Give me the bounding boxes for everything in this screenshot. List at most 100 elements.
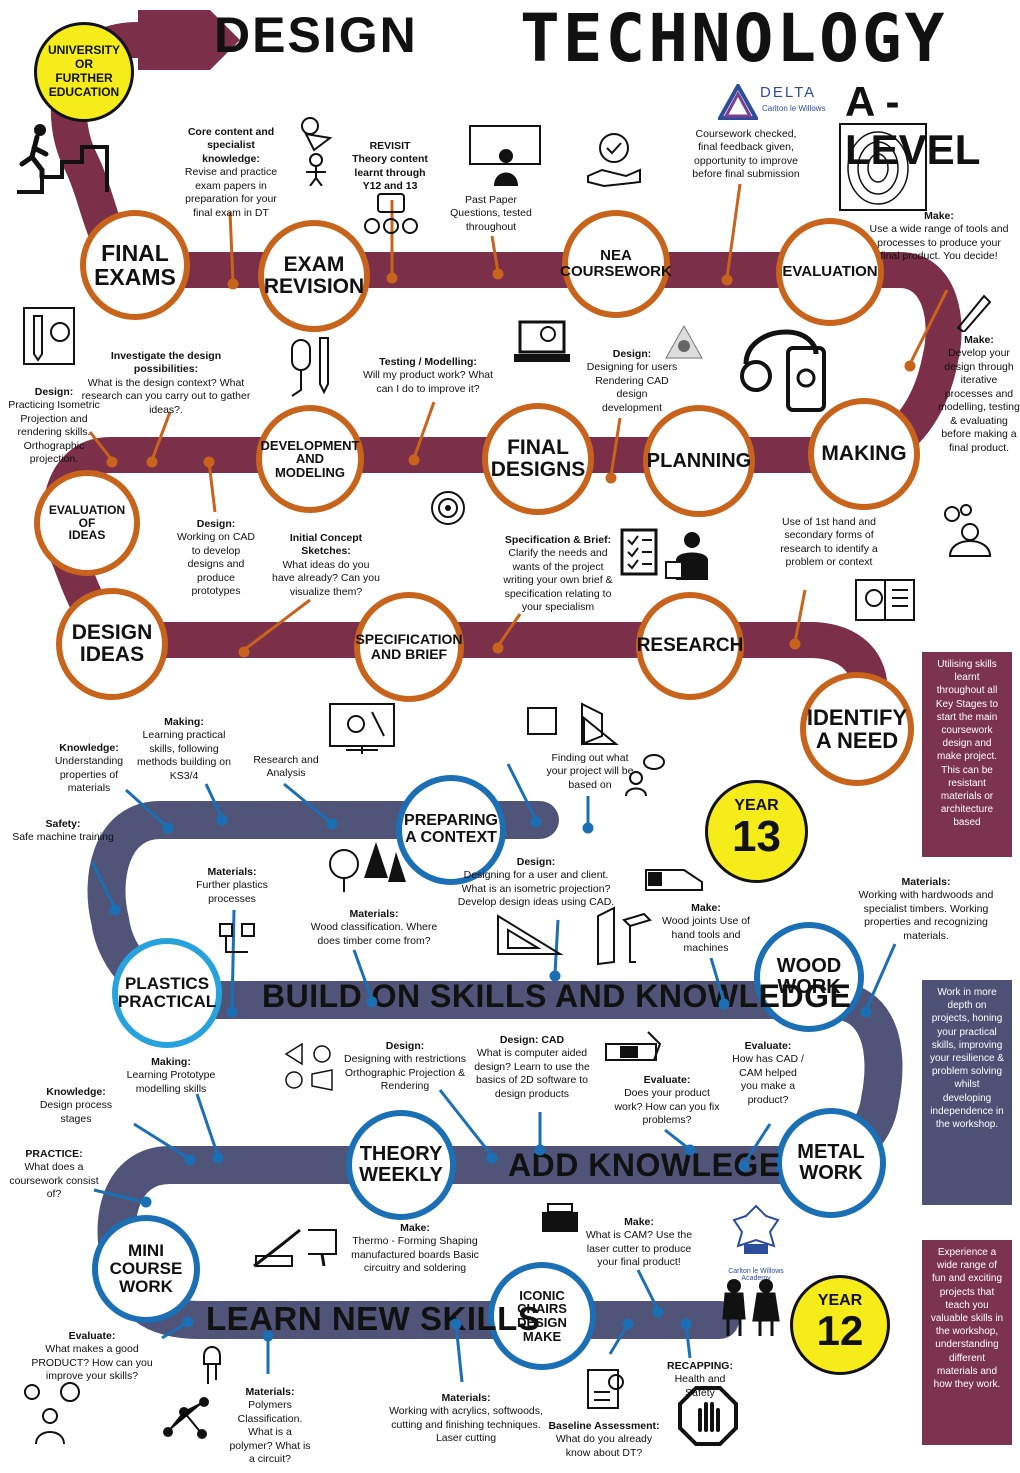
quality-hand-icon — [587, 133, 641, 188]
wood-grain-icon — [839, 123, 927, 211]
note-spec-brief: Specification & Brief:Clarify the needs … — [503, 534, 613, 614]
idea-phone-icon — [740, 329, 826, 412]
side-box-year13: Utilising skills learnt throughout all K… — [922, 652, 1012, 857]
note-knowledge-materials: Knowledge:Understanding properties of ma… — [54, 742, 124, 795]
stage-theory-weekly: THEORY WEEKLY — [346, 1110, 456, 1220]
thinking-person-icon — [625, 754, 665, 796]
note-materials-hardwoods: Materials:Working with hardwoods and spe… — [858, 876, 994, 942]
book-search-icon — [855, 579, 915, 621]
title-technology: TECHNOLOGY — [520, 0, 948, 77]
saw-icon — [645, 869, 703, 891]
note-design-user-client: Design:Designing for a user and client. … — [457, 856, 615, 909]
laser-cutter-icon — [542, 1203, 578, 1232]
note-make-thermo: Make:Thermo - Forming Shaping manufactur… — [351, 1222, 479, 1275]
stage-making: MAKING — [808, 398, 920, 510]
stage-design-ideas: DESIGN IDEAS — [56, 588, 168, 700]
note-design-isometric: Design:Practicing Isometric Projection a… — [8, 386, 100, 466]
title-design: DESIGN — [214, 7, 418, 63]
delta-logo: DELTA Carlton le Willows — [718, 82, 833, 122]
stage-metal-work: METAL WORK — [776, 1108, 886, 1218]
band-add-knowledge: ADD KNOWLEGE — [508, 1147, 781, 1183]
stage-development-modeling: DEVELOPMENT AND MODELING — [256, 405, 364, 513]
note-safety: Safety:Safe machine training — [12, 818, 114, 844]
note-evaluate-good-product: Evaluate:What makes a good PRODUCT? How … — [31, 1330, 153, 1383]
stage-preparing-context: PREPARING A CONTEXT — [396, 775, 506, 885]
chisel-icon — [956, 294, 992, 332]
note-making-practical: Making:Learning practical skills, follow… — [137, 716, 231, 782]
led-icon — [203, 1346, 221, 1384]
note-core-content: Core content and specialist knowledge:Re… — [184, 126, 278, 219]
feedback-faces-icon — [364, 193, 418, 234]
note-materials-acrylics: Materials:Working with acrylics, softwoo… — [389, 1392, 543, 1445]
triangle-ruler-icon — [497, 914, 564, 955]
note-make-cam: Make:What is CAM? Use the laser cutter t… — [585, 1216, 693, 1269]
note-making-prototype: Making:Learning Prototype modelling skil… — [126, 1056, 216, 1095]
note-materials-plastics: Materials:Further plastics processes — [196, 866, 268, 905]
note-past-paper: Past Paper Questions, tested throughout — [450, 194, 532, 233]
band-learn-new-skills: LEARN NEW SKILLS — [206, 1300, 541, 1337]
stage-research: RESEARCH — [636, 592, 744, 700]
note-research-analysis: Research and Analysis — [253, 754, 319, 780]
cad-monitor-icon — [329, 703, 395, 754]
academy-name: Carlton le Willows Academy — [728, 1268, 784, 1282]
soldering-icon — [253, 1228, 301, 1268]
delta-triangle-icon — [718, 84, 758, 120]
note-materials-polymers: Materials:Polymers Classification. What … — [229, 1386, 311, 1466]
note-first-hand-research: Use of 1st hand and secondary forms of r… — [780, 516, 878, 569]
note-design-users: Design:Designing for users Rendering CAD… — [586, 348, 678, 414]
gears-thinking-icon — [944, 504, 992, 557]
checklist-icon — [620, 528, 658, 576]
side-box-build: Work in more depth on projects, honing y… — [922, 980, 1012, 1205]
stage-exam-revision: EXAM REVISION — [258, 220, 370, 332]
academy-crest-icon — [732, 1204, 780, 1254]
note-knowledge-design: Knowledge:Design process stages — [39, 1086, 113, 1125]
note-design-restrictions: Design:Designing with restrictions Ortho… — [344, 1040, 466, 1093]
stage-final-exams: FINAL EXAMS — [80, 210, 190, 320]
note-materials-wood: Materials:Wood classification. Where doe… — [310, 908, 438, 947]
stage-iconic-chairs: ICONIC CHAIRS DESIGN MAKE — [488, 1262, 596, 1370]
note-baseline: Baseline Assessment:What do you already … — [548, 1420, 660, 1459]
note-make-tools: Make:Use a wide range of tools and proce… — [869, 210, 1009, 263]
stage-nea-coursework: NEA COURSEWORK — [560, 210, 672, 318]
mouse-pencil-icon — [291, 337, 329, 397]
note-finding-out: Finding out what your project will be ba… — [546, 752, 634, 791]
presenter-board-icon — [469, 125, 541, 186]
note-make-wood-joints: Make:Wood joints Use of hand tools and m… — [662, 902, 750, 955]
stage-plastics-practical: PLASTICS PRACTICAL — [112, 938, 222, 1048]
wood-joint-icon — [597, 906, 652, 966]
note-make-develop: Make:Develop your design through iterati… — [938, 334, 1020, 454]
students-icon — [722, 1279, 780, 1336]
molecule-icon — [163, 1397, 209, 1439]
stage-planning: PLANNING — [643, 405, 755, 517]
stage-evaluation-of-ideas: EVALUATION OF IDEAS — [34, 470, 140, 576]
delta-sub: Carlton le Willows — [762, 104, 826, 113]
geometry-tools-icon — [527, 702, 619, 746]
title-level: A - LEVEL — [845, 78, 981, 173]
business-person-icon — [665, 532, 708, 580]
certificate-icon — [587, 1369, 624, 1409]
process-diagram-icon — [665, 324, 703, 359]
note-initial-concept: Initial Concept Sketches:What ideas do y… — [272, 532, 380, 598]
stage-wood-work: WOOD WORK — [754, 922, 864, 1032]
side-box-year12: Experience a wide range of fun and excit… — [922, 1240, 1012, 1445]
design-tools-icon — [23, 307, 75, 365]
band-build-on-skills: BUILD ON SKILLS AND KNOWLEDGE — [262, 978, 852, 1014]
note-testing: Testing / Modelling:Will my product work… — [362, 356, 494, 395]
trees-icon — [329, 842, 406, 892]
year12-badge: YEAR 12 — [790, 1275, 890, 1375]
note-design-cad: Design:Working on CAD to develop designs… — [176, 518, 255, 598]
gears-person-icon — [24, 1382, 80, 1445]
lathe-icon — [605, 1031, 662, 1061]
delta-name: DELTA — [760, 84, 817, 101]
stop-hand-icon — [678, 1386, 738, 1446]
stage-specification-brief: SPECIFICATION AND BRIEF — [354, 592, 464, 702]
start-arrow — [138, 10, 240, 70]
stairs-climber-icon — [17, 124, 109, 194]
stage-identify-a-need: IDENTIFY A NEED — [800, 672, 914, 786]
year13-badge: YEAR 13 — [705, 780, 808, 883]
stage-evaluation: EVALUATION — [776, 218, 884, 326]
laptop-search-icon — [514, 320, 570, 362]
